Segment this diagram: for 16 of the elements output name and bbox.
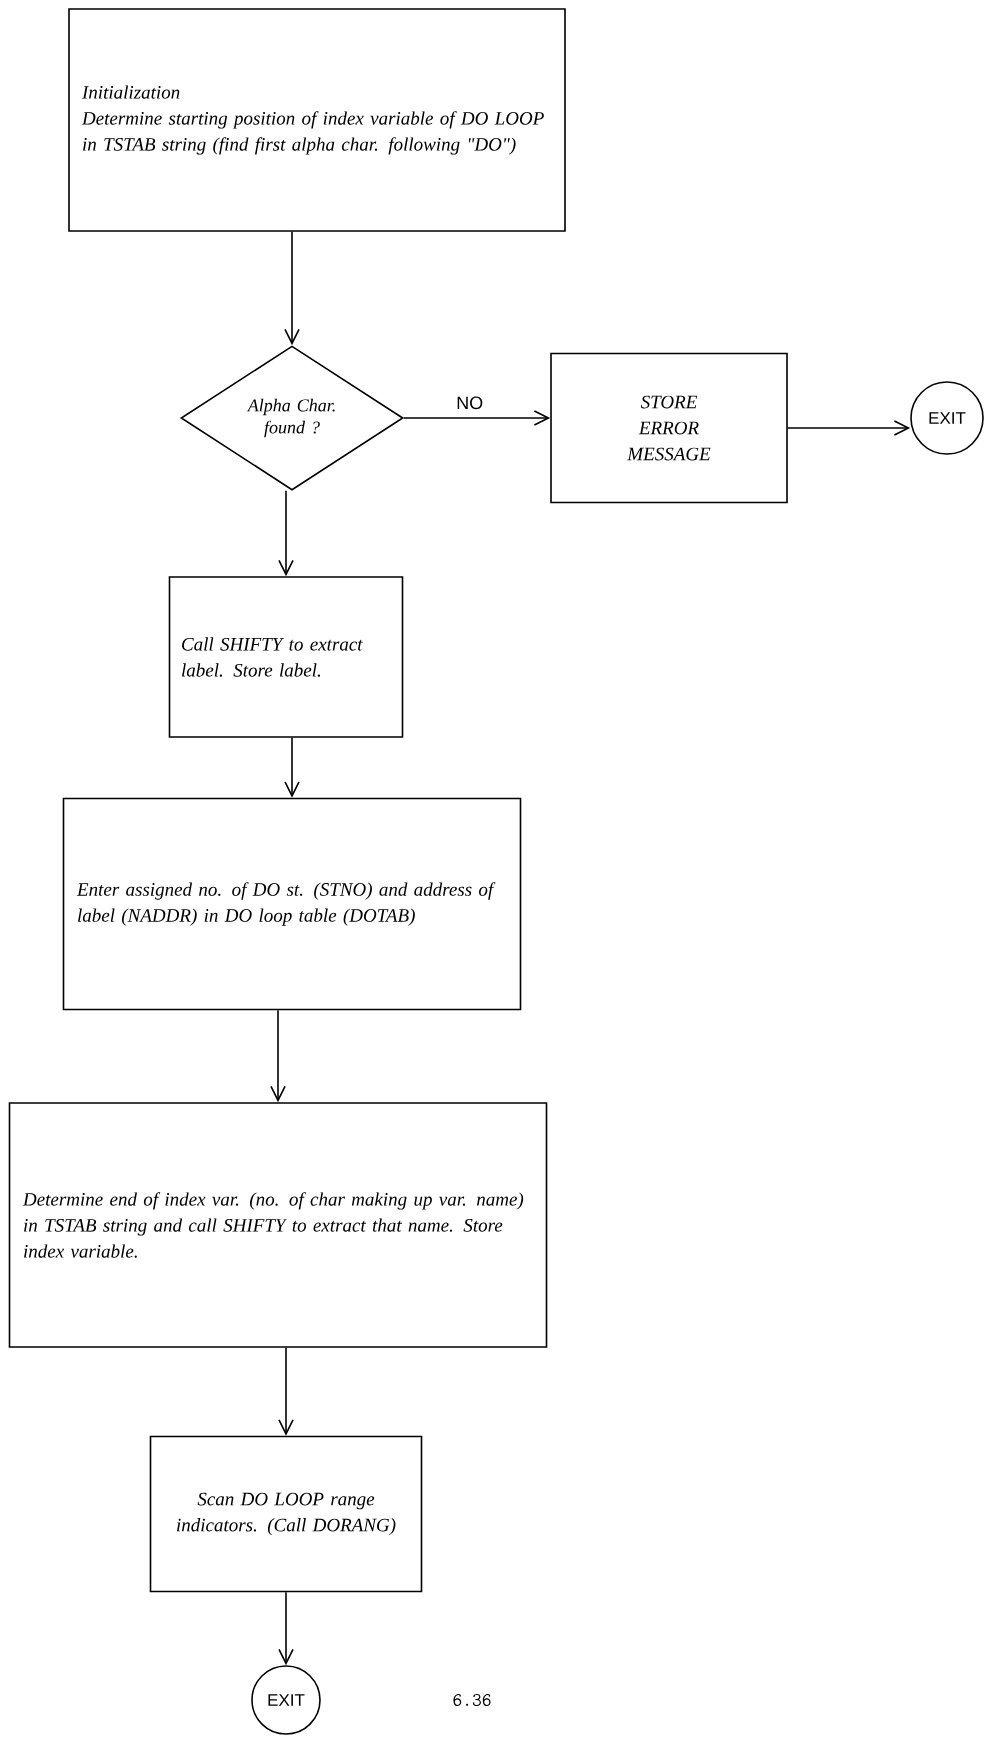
- arrow: [403, 410, 551, 426]
- process-box: STORE ERROR MESSAGE: [550, 352, 788, 504]
- arrow: [278, 490, 294, 577]
- arrow: [787, 420, 911, 436]
- page-number: 6.36: [453, 1694, 491, 1707]
- arrow: [278, 1347, 294, 1436]
- process-box: Scan DO LOOP range indicators. (Call DORANG): [149, 1435, 423, 1593]
- arrow: [278, 1591, 294, 1666]
- edge-label: NO: [454, 394, 486, 412]
- process-box: Initialization Determine starting position of index variable of DO LOOP in TSTAB string (find first alpha char. following "DO"): [68, 8, 566, 232]
- arrow: [284, 737, 300, 798]
- process-box: Enter assigned no. of DO st. (STNO) and address of label (NADDR) in DO loop table (DOTAB): [62, 797, 522, 1011]
- process-box: Determine end of index var. (no. of char making up var. name) in TSTAB string and call SHIFTY to extract that name. Store index variable.: [8, 1102, 548, 1348]
- process-box: Call SHIFTY to extract label. Store label.: [168, 576, 404, 738]
- arrow: [284, 231, 300, 346]
- arrow: [270, 1009, 286, 1103]
